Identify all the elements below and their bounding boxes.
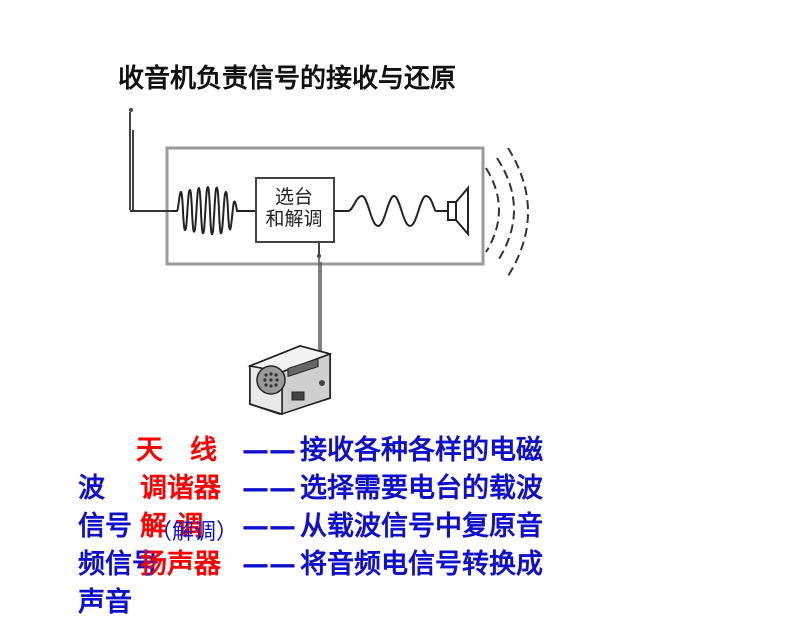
part-desc: 从载波信号中复原音 <box>300 511 543 542</box>
part-row-antenna: 天 线 —— 接收各种各样的电磁 <box>78 432 598 470</box>
part-name: 调谐器 <box>140 473 221 504</box>
page-title: 收音机负责信号的接收与还原 <box>118 64 457 94</box>
radio-diagram <box>129 108 529 416</box>
part-prefix: 信号 <box>78 511 132 542</box>
part-dash: —— <box>242 549 296 580</box>
receiver-frame <box>165 146 485 266</box>
part-dash: —— <box>242 473 296 504</box>
part-row-continuation: 声音 <box>78 584 598 622</box>
part-name: 解 调 <box>140 511 204 542</box>
part-desc: 接收各种各样的电磁 <box>300 435 543 466</box>
part-prefix: 声音 <box>78 587 132 618</box>
part-desc: 选择需要电台的载波 <box>300 473 543 504</box>
part-desc: 将音频电信号转换成 <box>300 549 543 580</box>
modulated-wave <box>172 186 256 236</box>
radio-icon <box>247 344 333 416</box>
sound-waves <box>485 147 529 277</box>
component-descriptions: 天 线 —— 接收各种各样的电磁 波 调谐器 —— 选择需要电台的载波 信号 解… <box>78 432 598 622</box>
tuner-box-label: 选台 和解调 <box>257 186 331 230</box>
part-row-demodulator: 信号 解 调 （解调） —— 从载波信号中复原音 <box>78 508 598 546</box>
part-note: （解调） <box>150 520 239 545</box>
audio-wave <box>334 194 448 228</box>
radio-antenna-icon <box>318 256 322 352</box>
part-dash: —— <box>242 511 296 542</box>
part-prefix: 频信号 <box>78 549 159 580</box>
part-name: 天 线 <box>136 435 217 466</box>
tuner-label-line1: 选台 <box>274 186 313 208</box>
antenna-icon <box>129 108 172 212</box>
part-name: 扬声器 <box>140 549 221 580</box>
part-dash: —— <box>242 435 296 466</box>
part-row-tuner: 波 调谐器 —— 选择需要电台的载波 <box>78 470 598 508</box>
speaker-icon <box>447 185 469 237</box>
tuner-label-line2: 和解调 <box>265 208 323 230</box>
part-prefix: 波 <box>78 473 105 504</box>
part-row-speaker: 频信号 扬声器 —— 将音频电信号转换成 <box>78 546 598 584</box>
